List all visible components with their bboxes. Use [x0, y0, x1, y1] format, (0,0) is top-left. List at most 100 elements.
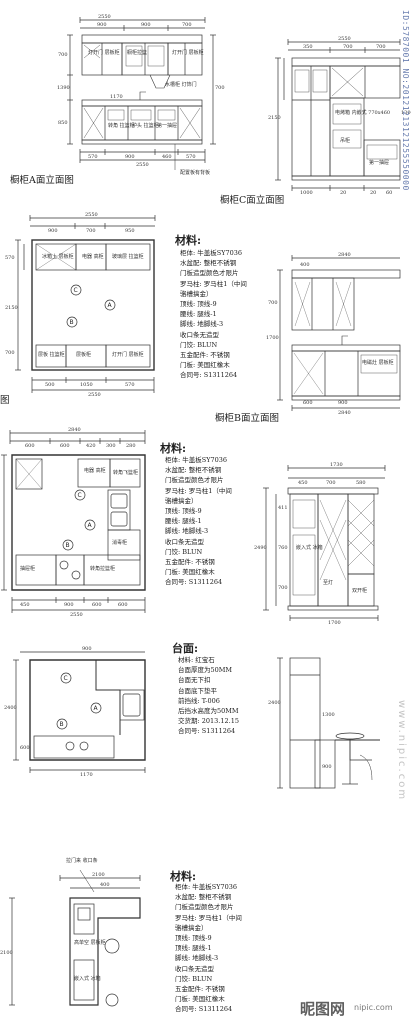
counter-list: 材料: 红宝石 台面厚度为50MM 台面无下扣 台面底下垫平 前挡线: T-00…: [178, 655, 239, 737]
plan1-label: 电器 高柜: [82, 254, 104, 260]
caption-cab-b: 橱柜B面立面图: [215, 413, 279, 424]
plan4-dim-top: 2100: [92, 872, 105, 878]
counter-line: 台面无下扣: [178, 676, 211, 685]
plan1-dim-left: 700: [5, 350, 15, 356]
materials-2-line: 罗马柱: 罗马柱1（中间: [165, 486, 232, 495]
counter-line: 后挡水高度为50MM: [178, 707, 239, 716]
plan1-dim-top: 700: [86, 228, 96, 234]
elev-b-dim-top: 400: [300, 262, 310, 268]
plan4-label: 嵌入式 冰箱: [74, 976, 101, 982]
elev-c-dim-right: 1300: [401, 110, 411, 116]
elevation-a-drawing: [67, 17, 216, 170]
materials-2-line: 水盆配: 整柜不锈钢: [165, 466, 222, 475]
elev-a-label: 灯开门 层板柜: [172, 50, 204, 56]
materials-2-line: 门饺: BLUN: [165, 547, 203, 556]
materials-1-line: 罗马柱: 罗马柱1（中间: [180, 279, 247, 288]
materials-2-line: 合同号: S1311264: [165, 578, 223, 587]
section-marker-glyphs: CAB CAB CAB: [60, 287, 113, 728]
materials-3-line: 柜体: 牛盖板SY7036: [175, 883, 238, 891]
watermark-text: www.nipic.com: [396, 700, 407, 802]
materials-1-line: 柜体: 牛盖板SY7036: [180, 249, 243, 257]
elev-b-dim-bottom: 900: [338, 400, 348, 406]
counter-line: 台面厚度为50MM: [178, 666, 233, 675]
caption-partial: 图: [0, 395, 10, 406]
materials-3-line: 顶线: 顶线-9: [175, 934, 212, 943]
materials-3-line: 水盆配: 整柜不锈钢: [175, 893, 232, 902]
plan2-dim-top: 600: [60, 443, 70, 449]
elev-b-dim-left: 1700: [266, 335, 279, 341]
plan2-dim-bottom: 600: [92, 602, 102, 608]
elev-e-dim: 900: [322, 764, 332, 770]
plan2-dim-bottom: 450: [20, 602, 30, 608]
svg-text:B: B: [66, 542, 70, 549]
elev-c-dim-bottom: 20: [370, 190, 377, 196]
materials-3-line: 收口条无造型: [175, 964, 214, 973]
materials-3-line: 骆槽搞金）: [175, 923, 208, 932]
elev-d-label: 至灯: [323, 580, 334, 586]
plan1-dim-bottom: 570: [125, 382, 135, 388]
elev-d-dim-bottom: 1700: [328, 620, 341, 626]
materials-2-title: 材料:: [160, 442, 187, 455]
counter-line: 台面底下垫平: [178, 686, 217, 695]
svg-text:A: A: [88, 522, 93, 529]
materials-3-line: 门板: 美国红橡木: [175, 995, 225, 1004]
elev-b-label: 电磁灶 层板柜: [362, 360, 394, 366]
materials-1-list: 柜体: 牛盖板SY7036 水盆配: 整柜不锈钢 门板造型颜色才限片 罗马柱: …: [180, 248, 247, 381]
plan1-label: 玻璃层 拉篮柜: [112, 254, 144, 260]
plan1-dim-left: 2150: [5, 305, 18, 311]
elev-a-label: 转角 拉篮柜: [108, 123, 135, 129]
elev-b-dim-left: 700: [268, 300, 278, 306]
materials-1-line: 收口条无造型: [180, 330, 219, 339]
plan3-dim-bottom: 1170: [80, 772, 93, 778]
elev-a-dim-bottom: 900: [125, 154, 135, 160]
plan2-dim-total: 2840: [68, 427, 81, 433]
elev-a-label: 第一抽屉: [157, 123, 178, 129]
materials-1-line: 门板: 美国红橡木: [180, 361, 230, 370]
materials-2-line: 收口条无造型: [165, 537, 204, 546]
plan1-label: 灯开门 层板柜: [112, 352, 144, 358]
elevation-e-drawing: [277, 657, 380, 789]
elev-c-dim-total: 2550: [338, 36, 351, 42]
elev-d-dim-top: 700: [326, 480, 336, 486]
materials-2-line: 门板造型颜色才限片: [165, 476, 224, 485]
materials-2-line: 门板: 美国红橡木: [165, 568, 215, 577]
plan4-label: 高单空 层板柜: [74, 940, 106, 946]
elev-a-dim-left: 850: [58, 120, 68, 126]
site-logo: 昵图网: [300, 1000, 346, 1018]
elev-d-label: 嵌入式 冰箱: [296, 545, 323, 551]
elev-d-dim-left: 2490: [254, 545, 267, 551]
plan1-dim-bottom: 500: [45, 382, 55, 388]
materials-1-line: 合同号: S1311264: [180, 371, 238, 380]
elev-b-dim-total-bottom: 2840: [338, 410, 351, 416]
counter-line: 材料: 红宝石: [178, 656, 215, 664]
elev-b-dim-total: 2840: [338, 252, 351, 258]
elev-c-label: 第一抽屉: [369, 160, 390, 166]
plan1-dim-bottom: 2550: [88, 392, 101, 398]
svg-text:C: C: [64, 675, 68, 682]
materials-2-line: 五金配件: 不锈钢: [165, 558, 215, 567]
site-logo-url: nipic.com: [354, 1003, 393, 1012]
plan2-label: 转角飞篮柜: [113, 470, 139, 476]
elev-c-dim-bottom: 1000: [300, 190, 313, 196]
svg-text:C: C: [78, 492, 82, 499]
elev-c-dim-bottom: 60: [386, 190, 393, 196]
plan2-label: 消毒柜: [112, 540, 128, 546]
materials-3-line: 脚线: 地脚线-3: [175, 954, 219, 963]
elev-c-label: 吊柜: [340, 138, 351, 144]
elev-c-dim-bottom: 20: [340, 190, 347, 196]
plan1-dim-total: 2550: [85, 212, 98, 218]
counter-line: 交货期: 2013.12.15: [178, 717, 239, 726]
elev-a-dim-right: 700: [215, 85, 225, 91]
caption-cab-c: 橱柜C面立面图: [220, 195, 285, 206]
plan3-dim-left: 600: [20, 745, 30, 751]
counter-title: 台面:: [172, 642, 199, 655]
materials-2-line: 脚线: 地脚线-3: [165, 527, 209, 536]
elev-a-dim-top: 900: [97, 22, 107, 28]
plan1-dim-bottom: 1050: [80, 382, 93, 388]
svg-text:B: B: [60, 721, 64, 728]
materials-2-list: 柜体: 牛盖板SY7036 水盆配: 整柜不锈钢 门板造型颜色才限片 罗马柱: …: [165, 455, 232, 588]
plan1-label: 冰箱上 层板柜: [42, 254, 74, 260]
materials-3-line: 门饺: BLUN: [175, 974, 213, 983]
elev-a-dim-bottom: 460: [162, 154, 172, 160]
